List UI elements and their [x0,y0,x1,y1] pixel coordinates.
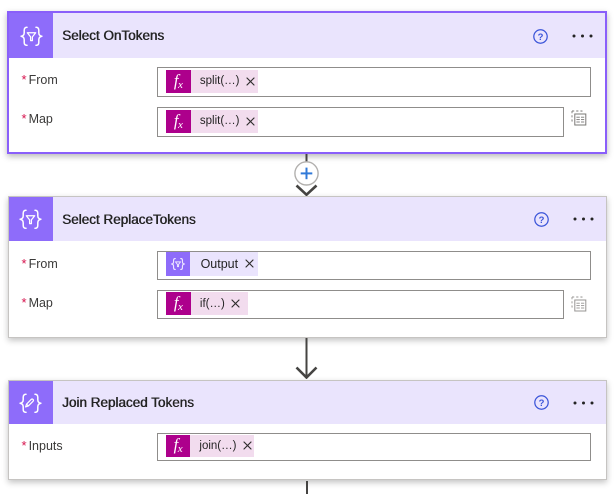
svg-text:?: ? [538,32,544,43]
svg-text:?: ? [538,398,544,409]
svg-text:?: ? [538,215,544,226]
